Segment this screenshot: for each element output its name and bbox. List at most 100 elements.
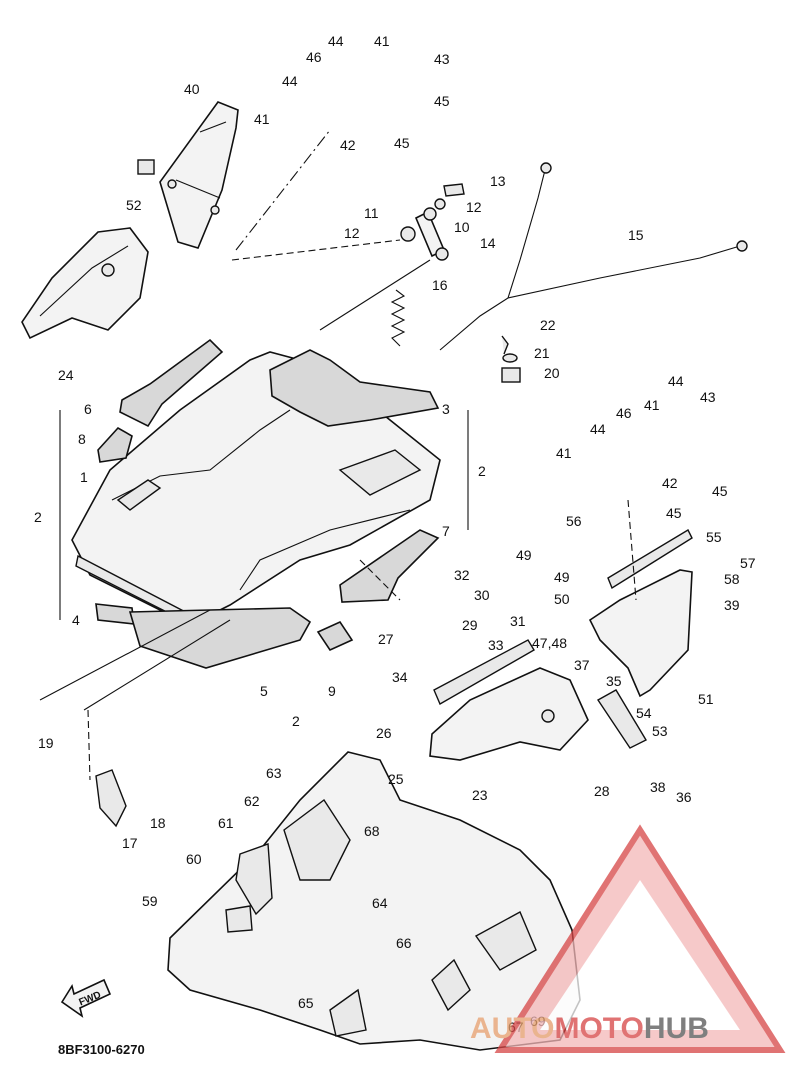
- callout-2-2: 2: [478, 463, 486, 479]
- part-40-panel: [159, 101, 239, 249]
- callout-12-2: 12: [344, 225, 360, 241]
- callout-17: 17: [122, 835, 138, 851]
- callout-58: 58: [724, 571, 740, 587]
- callout-54: 54: [636, 705, 652, 721]
- callout-4: 4: [72, 612, 80, 628]
- callout-28: 28: [594, 783, 610, 799]
- callout-47-48: 47,48: [532, 635, 567, 651]
- callout-41-4: 41: [556, 445, 572, 461]
- callout-22: 22: [540, 317, 556, 333]
- watermark-part3: HUB: [644, 1012, 709, 1045]
- callout-44-2: 44: [282, 73, 298, 89]
- part-10-14-linkage: [400, 183, 465, 261]
- callout-10: 10: [454, 219, 470, 235]
- callout-42-2: 42: [662, 475, 678, 491]
- callout-36: 36: [676, 789, 692, 805]
- part-4-strip: [95, 603, 135, 625]
- callout-62: 62: [244, 793, 260, 809]
- callout-45-4: 45: [666, 505, 682, 521]
- watermark-part1: AUTO: [470, 1012, 554, 1045]
- callout-14: 14: [480, 235, 496, 251]
- callout-45-2: 45: [394, 135, 410, 151]
- callout-25: 25: [388, 771, 404, 787]
- part-15-cable: [439, 162, 748, 351]
- part-17-bracket: [95, 769, 127, 828]
- callout-55: 55: [706, 529, 722, 545]
- callout-41-2: 41: [254, 111, 270, 127]
- callout-40: 40: [184, 81, 200, 97]
- callout-44-3: 44: [668, 373, 684, 389]
- part-3-foam: [269, 349, 440, 427]
- callout-45: 45: [434, 93, 450, 109]
- callout-64: 64: [372, 895, 388, 911]
- callout-16: 16: [432, 277, 448, 293]
- callout-59: 59: [142, 893, 158, 909]
- callout-39: 39: [724, 597, 740, 613]
- callout-19: 19: [38, 735, 54, 751]
- callout-57: 57: [740, 555, 756, 571]
- callout-35: 35: [606, 673, 622, 689]
- callout-63: 63: [266, 765, 282, 781]
- callout-44: 44: [328, 33, 344, 49]
- callout-26: 26: [376, 725, 392, 741]
- callout-15: 15: [628, 227, 644, 243]
- callout-6: 6: [84, 401, 92, 417]
- callout-2-3: 2: [292, 713, 300, 729]
- part-lower-cover: [167, 751, 581, 1051]
- diagram-code: 8BF3100-6270: [58, 1042, 145, 1057]
- part-55-strip: [607, 529, 693, 590]
- callout-45-3: 45: [712, 483, 728, 499]
- part-39-side-panel: [588, 569, 693, 698]
- callout-9: 9: [328, 683, 336, 699]
- callout-43-2: 43: [700, 389, 716, 405]
- callout-41: 41: [374, 33, 390, 49]
- callout-42: 42: [340, 137, 356, 153]
- part-7-foam: [339, 529, 440, 603]
- callout-21: 21: [534, 345, 550, 361]
- callout-46: 46: [306, 49, 322, 65]
- callout-12: 12: [466, 199, 482, 215]
- part-9-block: [316, 620, 354, 652]
- callout-23: 23: [472, 787, 488, 803]
- callout-29: 29: [462, 617, 478, 633]
- part-5-foam-pad: [128, 607, 312, 669]
- callout-20: 20: [544, 365, 560, 381]
- callout-56: 56: [566, 513, 582, 529]
- callout-32: 32: [454, 567, 470, 583]
- watermark-logo: AUTOMOTOHUB: [470, 824, 786, 1053]
- callout-3: 3: [442, 401, 450, 417]
- callout-49: 49: [516, 547, 532, 563]
- callout-52: 52: [126, 197, 142, 213]
- callout-24: 24: [58, 367, 74, 383]
- part-6-foam: [119, 338, 224, 428]
- callout-37: 37: [574, 657, 590, 673]
- callout-11: 11: [364, 205, 379, 221]
- callout-43: 43: [434, 51, 450, 67]
- callout-31: 31: [510, 613, 526, 629]
- callout-50: 50: [554, 591, 570, 607]
- callout-27: 27: [378, 631, 394, 647]
- callout-34: 34: [392, 669, 408, 685]
- callout-8: 8: [78, 431, 86, 447]
- callout-33: 33: [488, 637, 504, 653]
- callout-65: 65: [298, 995, 314, 1011]
- callout-49-2: 49: [554, 569, 570, 585]
- part-23-lower-panel: [429, 639, 589, 761]
- callout-30: 30: [474, 587, 490, 603]
- callout-61: 61: [218, 815, 234, 831]
- fwd-arrow-icon: FWD: [60, 978, 112, 1018]
- callout-53: 53: [652, 723, 668, 739]
- part-52-clip: [137, 159, 155, 175]
- callout-66: 66: [396, 935, 412, 951]
- callout-7: 7: [442, 523, 450, 539]
- callout-46-2: 46: [616, 405, 632, 421]
- part-35-trim: [596, 689, 647, 749]
- callout-2: 2: [34, 509, 42, 525]
- callout-18: 18: [150, 815, 166, 831]
- callout-41-3: 41: [644, 397, 660, 413]
- callout-68: 68: [364, 823, 380, 839]
- part-16-spring: [390, 289, 406, 347]
- watermark-part2: MOTO: [554, 1012, 643, 1045]
- callout-51: 51: [698, 691, 714, 707]
